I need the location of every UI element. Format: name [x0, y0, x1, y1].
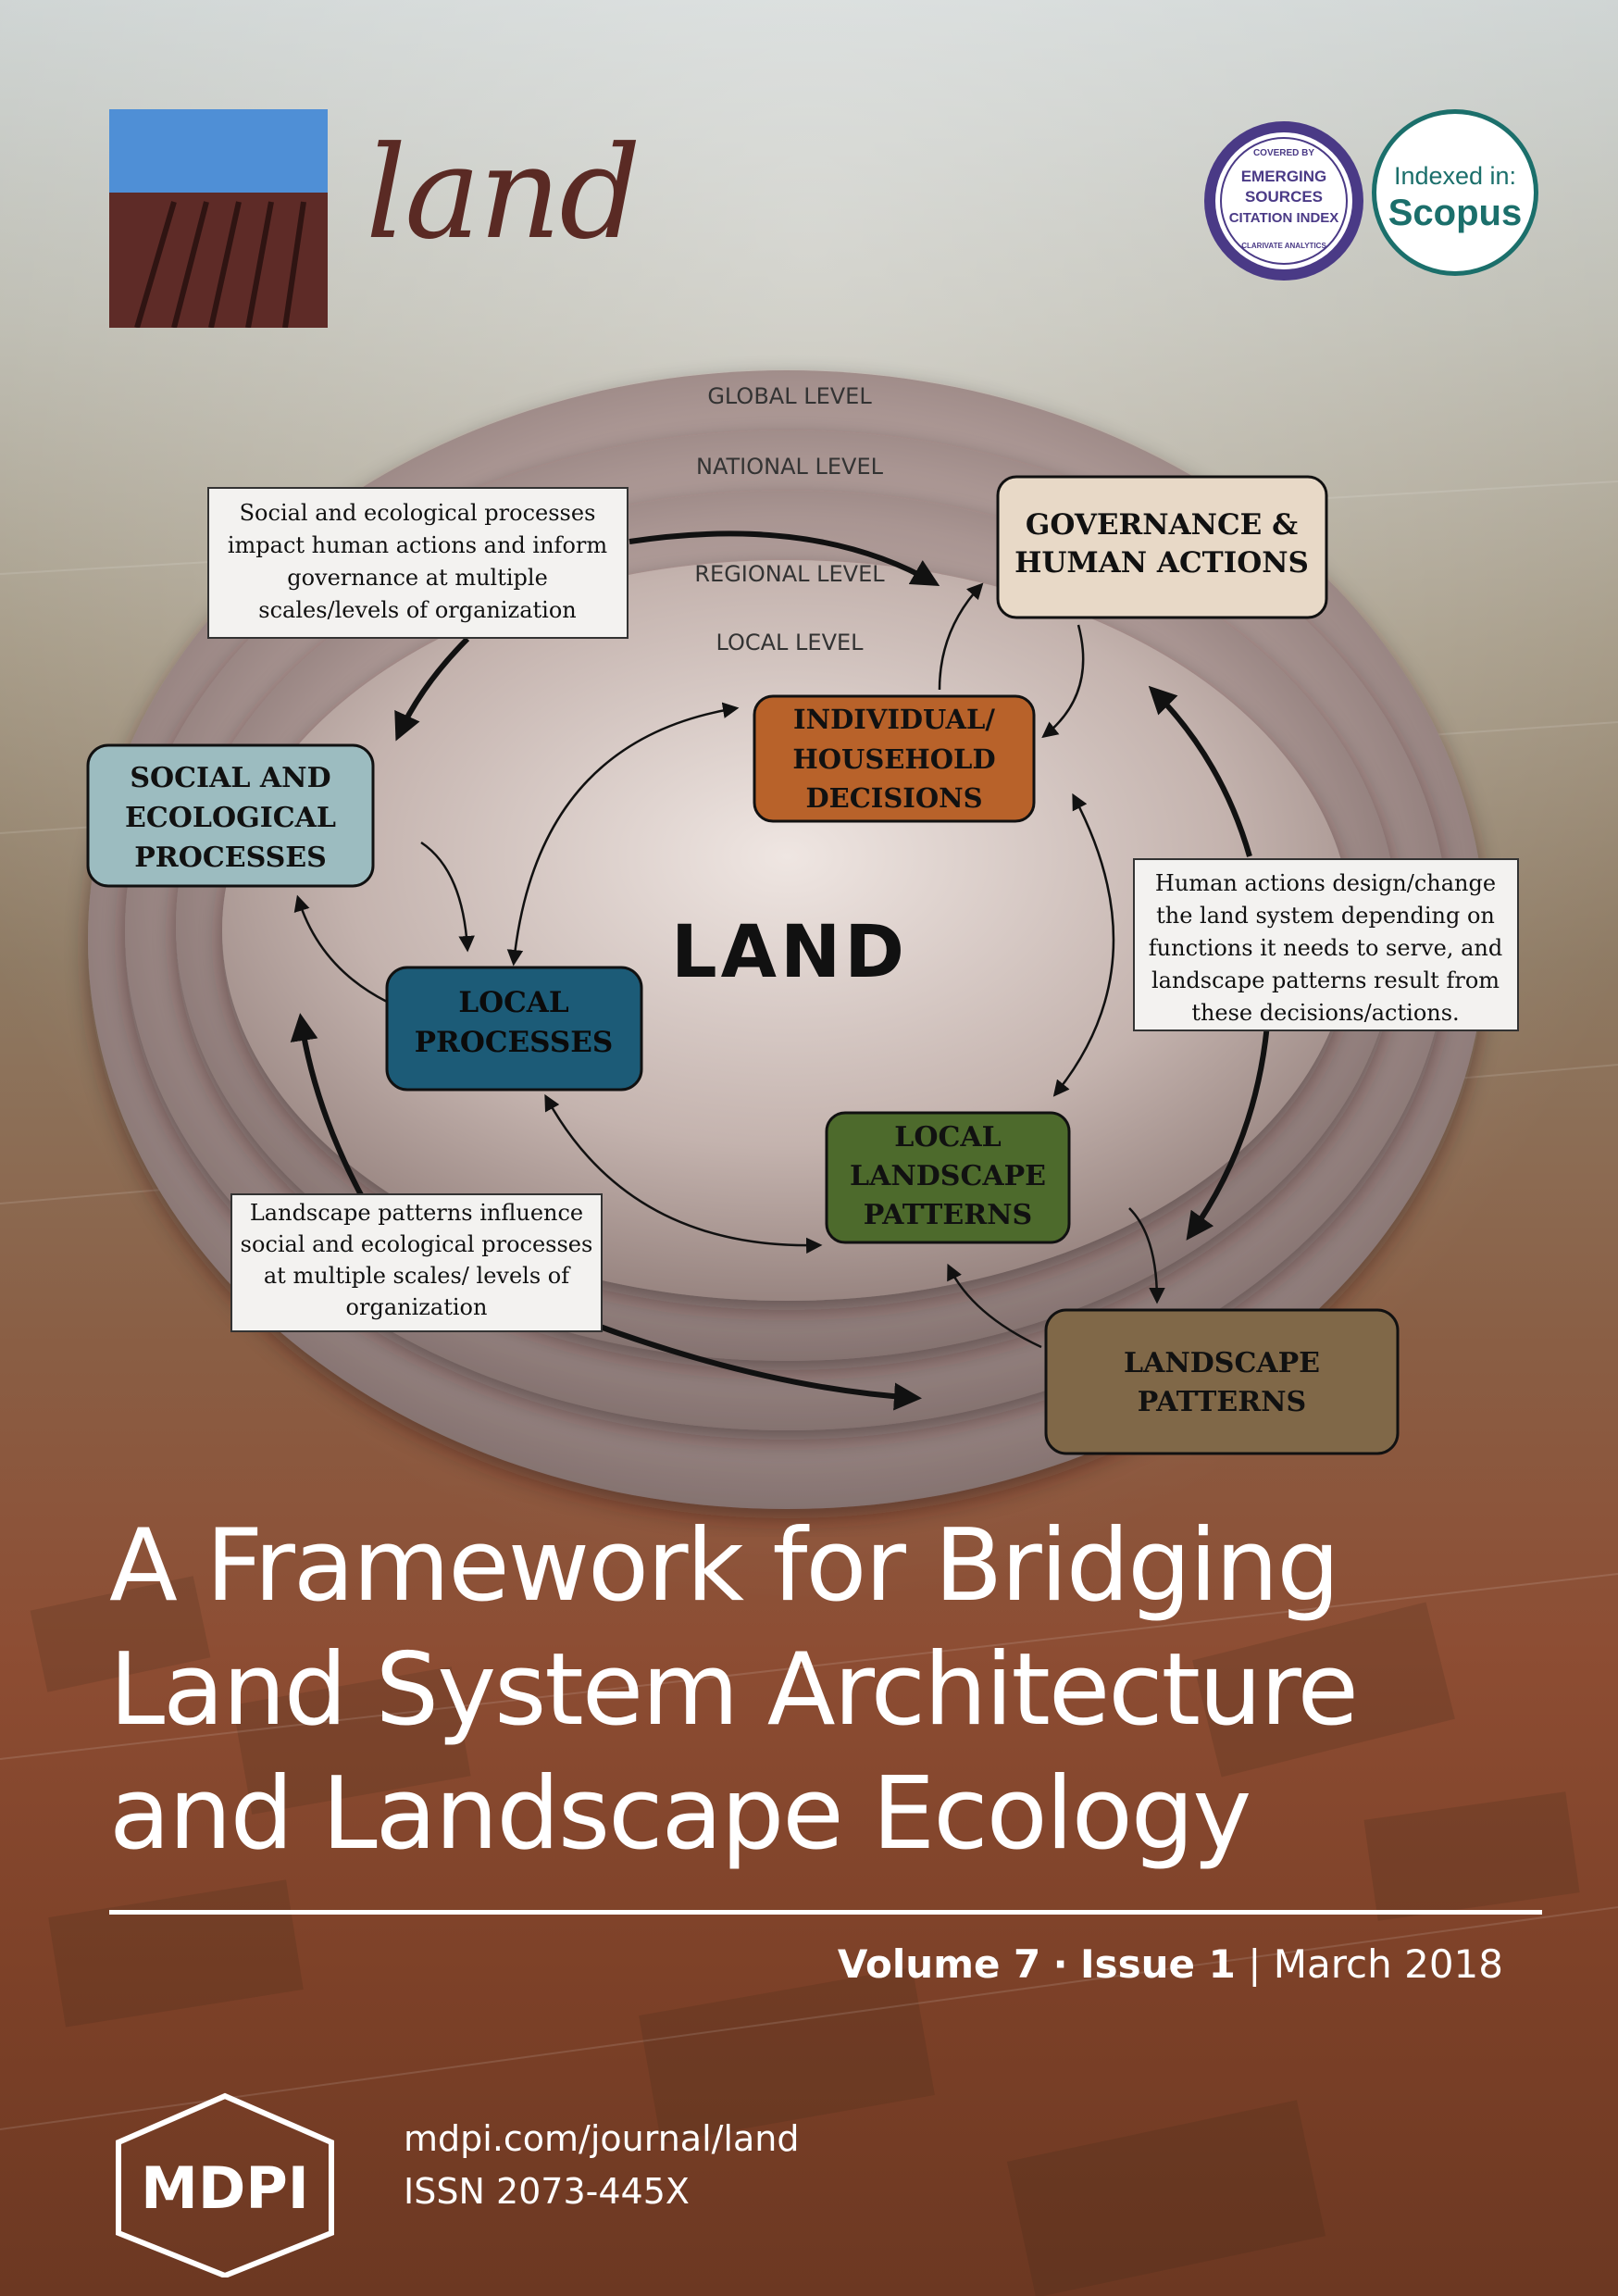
mdpi-logo-icon: MDPI: [116, 2092, 334, 2277]
arrow-local-landscape-to-landscape: [1128, 1207, 1165, 1304]
node-landscape-patterns: LANDSCAPE PATTERNS: [1044, 1308, 1400, 1455]
scopus-name: Scopus: [1388, 193, 1523, 233]
issue-separator: ·: [1052, 1941, 1068, 1987]
svg-text:INDIVIDUAL/: INDIVIDUAL/: [793, 704, 995, 735]
regional-level-label: REGIONAL LEVEL: [694, 561, 885, 587]
arrow-top-note-to-governance: [629, 530, 940, 586]
svg-text:MDPI: MDPI: [141, 2154, 309, 2222]
svg-text:HUMAN ACTIONS: HUMAN ACTIONS: [1014, 546, 1309, 580]
svg-text:scales/levels of organization: scales/levels of organization: [258, 597, 576, 623]
arrow-landscape-to-local-landscape: [947, 1263, 1042, 1349]
svg-text:Social and ecological processe: Social and ecological processes: [240, 500, 596, 526]
svg-text:LANDSCAPE: LANDSCAPE: [1124, 1347, 1320, 1379]
issue-number: Issue 1: [1079, 1941, 1236, 1987]
scopus-badge: Indexed in: Scopus: [1372, 109, 1538, 276]
svg-text:SOCIAL AND: SOCIAL AND: [130, 762, 330, 794]
land-framework-diagram: GLOBAL LEVEL NATIONAL LEVEL REGIONAL LEV…: [86, 370, 1519, 1509]
issn-number: ISSN 2073-445X: [404, 2171, 690, 2212]
node-individual-household: INDIVIDUAL/ HOUSEHOLD DECISIONS: [753, 694, 1036, 823]
svg-text:PROCESSES: PROCESSES: [134, 842, 327, 874]
issue-info: Volume 7 · Issue 1 | March 2018: [838, 1941, 1503, 1987]
svg-text:DECISIONS: DECISIONS: [805, 782, 982, 814]
node-governance: GOVERNANCE & HUMAN ACTIONS: [996, 475, 1328, 619]
svg-text:social and ecological processe: social and ecological processes: [241, 1231, 593, 1257]
svg-text:CITATION INDEX: CITATION INDEX: [1229, 210, 1339, 226]
svg-text:HOUSEHOLD: HOUSEHOLD: [792, 743, 995, 775]
journal-url[interactable]: mdpi.com/journal/land: [404, 2118, 800, 2159]
issue-date: March 2018: [1273, 1941, 1503, 1987]
svg-text:at multiple scales/ levels of: at multiple scales/ levels of: [264, 1263, 571, 1289]
note-top-left: Social and ecological processes impact h…: [207, 487, 629, 639]
svg-text:the land system depending on: the land system depending on: [1156, 903, 1495, 929]
global-level-label: GLOBAL LEVEL: [707, 383, 872, 409]
article-title-line-1: A Framework for Bridging: [109, 1508, 1340, 1624]
article-title-line-3: and Landscape Ecology: [109, 1756, 1251, 1872]
land-center-label: LAND: [671, 911, 908, 994]
arrow-outer-left-up: [290, 1013, 368, 1205]
svg-text:Landscape patterns influence: Landscape patterns influence: [250, 1200, 583, 1226]
title-divider: [109, 1910, 1542, 1915]
local-level-label: LOCAL LEVEL: [716, 630, 864, 655]
article-title: A Framework for Bridging Land System Arc…: [109, 1504, 1553, 1877]
arrow-governance-to-individual: [1041, 624, 1085, 739]
svg-text:impact human actions and infor: impact human actions and inform: [228, 532, 608, 558]
svg-text:EMERGING: EMERGING: [1241, 168, 1327, 185]
arrow-individual-to-governance: [938, 582, 984, 691]
land-journal-logo-icon: [109, 109, 328, 328]
svg-text:LANDSCAPE: LANDSCAPE: [850, 1160, 1046, 1192]
svg-text:PATTERNS: PATTERNS: [1138, 1386, 1306, 1418]
svg-text:Human actions design/change: Human actions design/change: [1155, 870, 1496, 896]
arrow-local-processes-to-social: [293, 894, 388, 1004]
issue-divider: |: [1248, 1941, 1262, 1987]
arrow-top-note-to-social: [394, 636, 470, 742]
svg-text:PROCESSES: PROCESSES: [415, 1026, 614, 1059]
svg-text:GOVERNANCE &: GOVERNANCE &: [1026, 508, 1298, 542]
node-local-processes: LOCAL PROCESSES: [385, 966, 643, 1092]
arrow-local-processes-to-local-landscape: [544, 1093, 823, 1254]
arrow-outer-right-up: [1148, 685, 1252, 857]
esci-badge: COVERED BY EMERGING SOURCES CITATION IND…: [1204, 121, 1363, 281]
note-right: Human actions design/change the land sys…: [1133, 858, 1519, 1031]
svg-text:SOURCES: SOURCES: [1245, 188, 1323, 206]
svg-text:landscape patterns result from: landscape patterns result from: [1151, 967, 1500, 993]
arrow-local-processes-to-individual: [506, 702, 740, 967]
svg-text:COVERED BY: COVERED BY: [1253, 148, 1314, 158]
svg-text:ECOLOGICAL: ECOLOGICAL: [125, 802, 336, 834]
svg-text:these decisions/actions.: these decisions/actions.: [1191, 1000, 1459, 1026]
svg-text:CLARIVATE ANALYTICS: CLARIVATE ANALYTICS: [1241, 242, 1326, 250]
local-level-ring: [222, 560, 1351, 1301]
svg-text:PATTERNS: PATTERNS: [864, 1199, 1032, 1231]
note-bottom-left: Landscape patterns influence social and …: [230, 1193, 603, 1332]
volume-number: Volume 7: [837, 1941, 1041, 1987]
arrow-outer-right-down: [1186, 1013, 1271, 1241]
node-local-landscape-patterns: LOCAL LANDSCAPE PATTERNS: [825, 1111, 1071, 1244]
arrow-individual-to-local-landscape: [1052, 792, 1115, 1097]
journal-wordmark: land: [366, 119, 641, 268]
svg-text:LOCAL: LOCAL: [458, 986, 569, 1019]
arrow-bottom-note-to-landscape: [591, 1321, 922, 1411]
svg-text:functions it needs to serve, a: functions it needs to serve, and: [1149, 935, 1502, 961]
svg-text:organization: organization: [346, 1294, 488, 1320]
node-social-ecological: SOCIAL AND ECOLOGICAL PROCESSES: [86, 743, 375, 888]
scopus-indexed-label: Indexed in:: [1393, 162, 1517, 190]
national-level-label: NATIONAL LEVEL: [696, 454, 884, 480]
article-title-line-2: Land System Architecture: [109, 1632, 1359, 1748]
svg-text:governance at multiple: governance at multiple: [287, 565, 548, 591]
svg-text:LOCAL: LOCAL: [894, 1121, 1001, 1154]
arrow-social-to-local-processes: [420, 841, 475, 953]
